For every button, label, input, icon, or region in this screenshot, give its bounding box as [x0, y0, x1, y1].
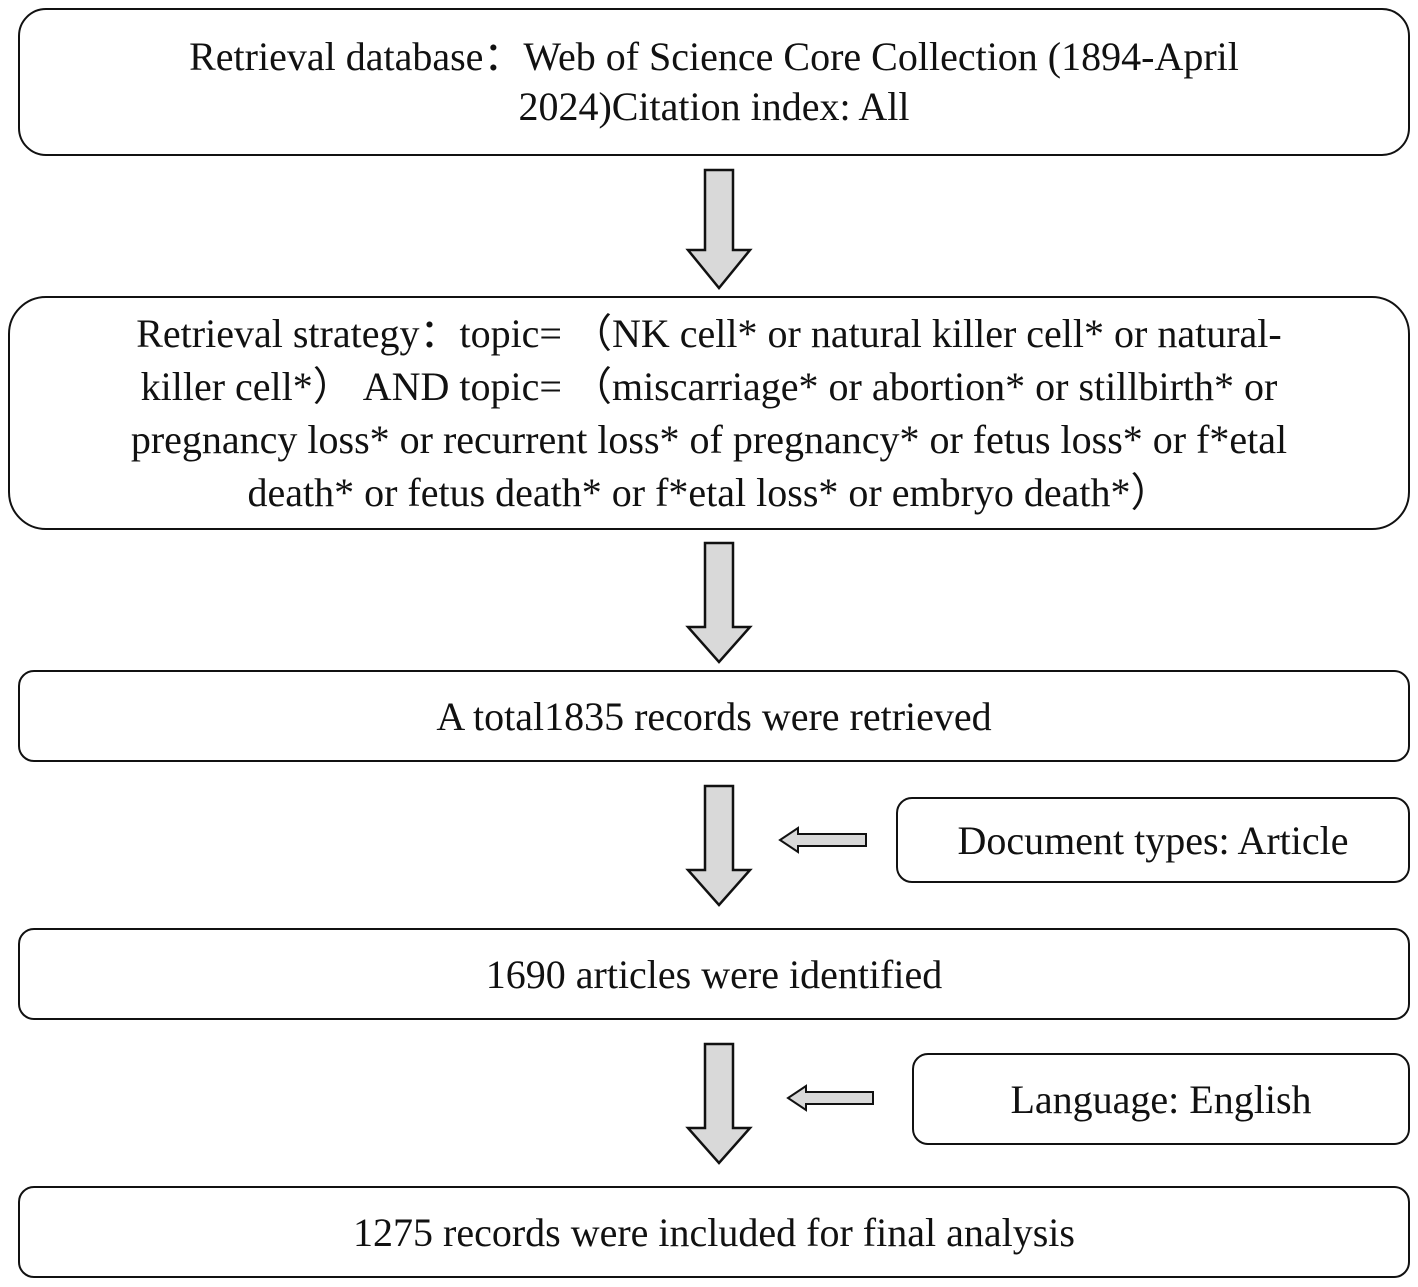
- node-retrieval-strategy-text: Retrieval strategy：topic= （NK cell* or n…: [130, 311, 1288, 515]
- node-articles-identified-text: 1690 articles were identified: [485, 951, 943, 997]
- node-language-filter: Language: English: [912, 1053, 1410, 1145]
- down-arrow-icon: [685, 168, 753, 290]
- left-arrow-icon: [786, 1084, 874, 1112]
- node-records-retrieved-text: A total1835 records were retrieved: [436, 693, 992, 739]
- node-retrieval-strategy: Retrieval strategy：topic= （NK cell* or n…: [8, 296, 1410, 530]
- down-arrow-icon: [685, 1042, 753, 1165]
- node-language-filter-text: Language: English: [1010, 1076, 1312, 1122]
- node-document-types-filter-text: Document types: Article: [957, 817, 1349, 863]
- down-arrow-icon: [685, 541, 753, 664]
- node-articles-identified: 1690 articles were identified: [18, 928, 1410, 1020]
- left-arrow-icon: [778, 826, 867, 854]
- node-records-retrieved: A total1835 records were retrieved: [18, 670, 1410, 762]
- node-document-types-filter: Document types: Article: [896, 797, 1410, 883]
- down-arrow-icon: [685, 784, 753, 907]
- node-retrieval-database: Retrieval database：Web of Science Core C…: [18, 8, 1410, 156]
- node-retrieval-database-text: Retrieval database：Web of Science Core C…: [189, 34, 1239, 129]
- node-final-analysis-text: 1275 records were included for final ana…: [353, 1209, 1075, 1255]
- node-final-analysis: 1275 records were included for final ana…: [18, 1186, 1410, 1278]
